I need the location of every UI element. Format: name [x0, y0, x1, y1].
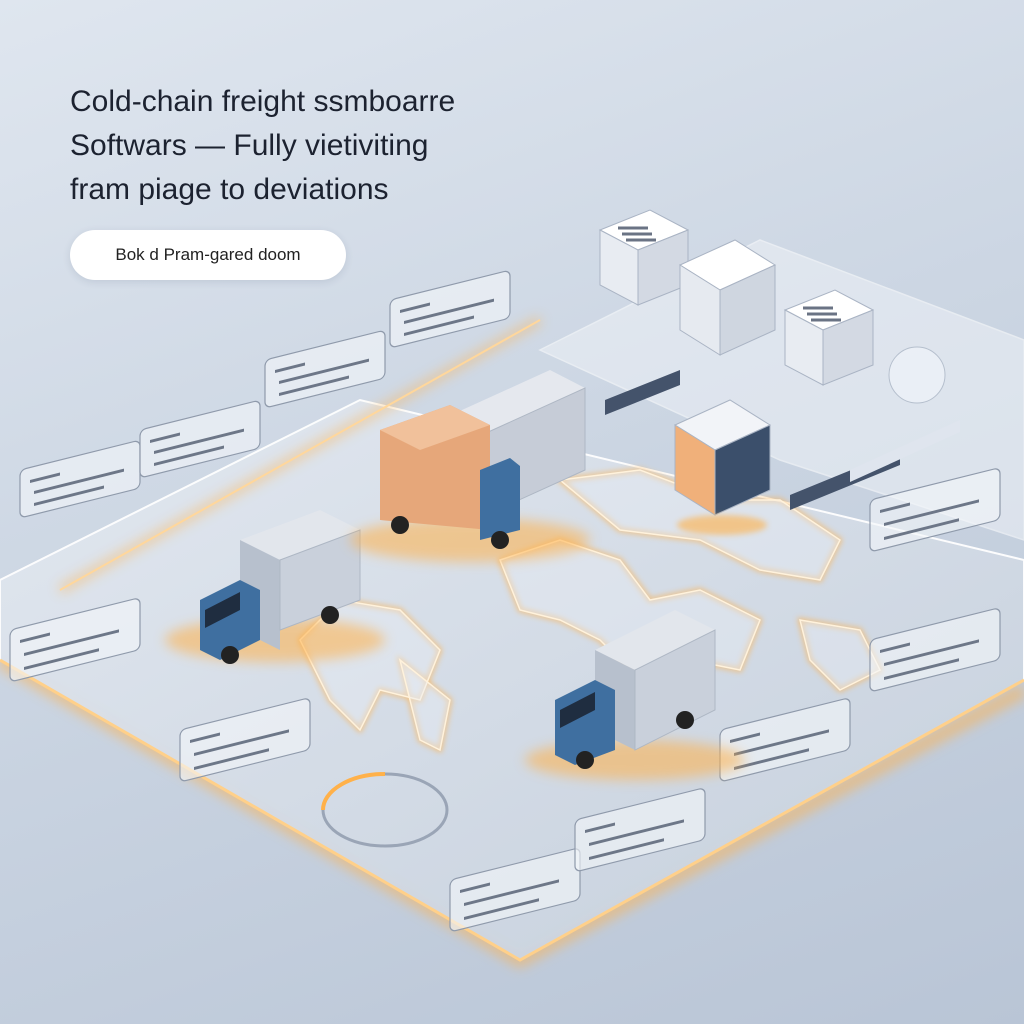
- globe-icon: [888, 346, 946, 404]
- document-list-icon: [598, 209, 690, 306]
- data-tag: [179, 698, 311, 782]
- data-tag: [9, 598, 141, 682]
- route-line: [58, 316, 542, 594]
- truck-icon: [525, 610, 745, 780]
- data-tag: [449, 848, 581, 932]
- data-tag: [19, 440, 141, 518]
- truck-icon: [350, 370, 590, 562]
- cta-button[interactable]: Bok d Pram-gared doom: [70, 230, 346, 280]
- document-list-icon: [783, 289, 875, 386]
- box-icon: [678, 239, 777, 356]
- data-tag: [574, 788, 706, 872]
- headline-line-3: fram piage to deviations: [70, 173, 389, 206]
- data-tag: [719, 698, 851, 782]
- page-title: Cold-chain freight ssmboarre Softwars — …: [70, 80, 590, 212]
- data-tag: [264, 330, 386, 408]
- cube-icon: [673, 399, 772, 535]
- data-tag: [869, 608, 1001, 692]
- data-tag: [139, 400, 261, 478]
- data-tag: [869, 468, 1001, 552]
- status-bars: [605, 370, 960, 510]
- data-tags: [9, 270, 1001, 932]
- data-tag: [389, 270, 511, 348]
- headline-line-2: Softwars — Fully vietiviting: [70, 129, 429, 162]
- truck-icon: [165, 510, 385, 664]
- headline-line-1: Cold-chain freight ssmboarre: [70, 85, 456, 118]
- gauge-icon: [321, 772, 449, 848]
